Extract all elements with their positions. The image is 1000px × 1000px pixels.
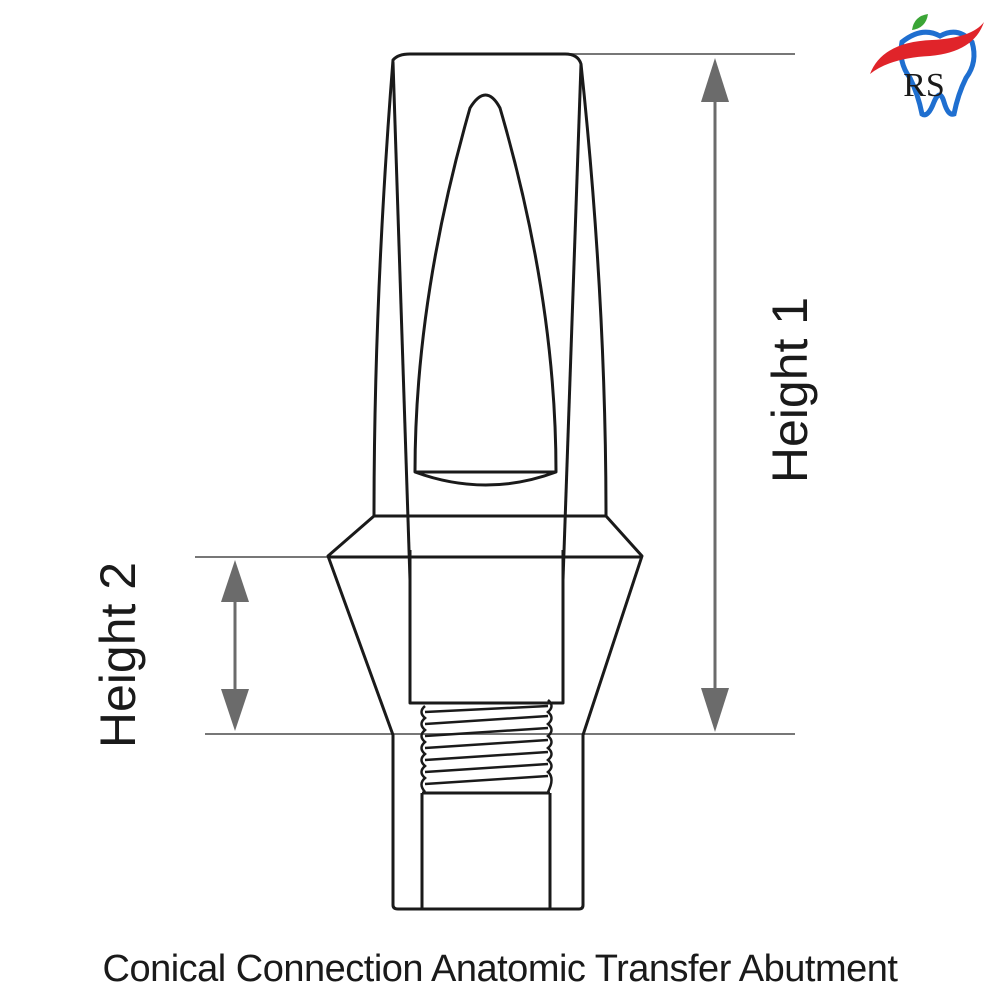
leaf-icon — [912, 14, 928, 30]
height2-arrow — [221, 560, 249, 731]
logo-letters: RS — [903, 67, 945, 104]
extension-lines — [195, 53, 795, 735]
inner-channel-left — [391, 61, 412, 581]
height1-arrow — [701, 58, 729, 732]
tooth-icon — [898, 29, 977, 118]
height2-label: Height 2 — [90, 561, 146, 749]
pointed-slot — [413, 93, 558, 487]
abutment-outline — [326, 52, 644, 911]
height1-label: Height 1 — [762, 296, 818, 484]
lower-bore — [420, 793, 552, 909]
inner-channel-right — [561, 63, 583, 581]
swoosh-icon — [870, 22, 984, 74]
inner-bore — [408, 550, 565, 705]
abutment-body — [326, 52, 644, 911]
rs-dental-logo: RS — [870, 14, 984, 118]
diagram-caption: Conical Connection Anatomic Transfer Abu… — [102, 948, 898, 990]
screw-threads — [420, 699, 553, 793]
